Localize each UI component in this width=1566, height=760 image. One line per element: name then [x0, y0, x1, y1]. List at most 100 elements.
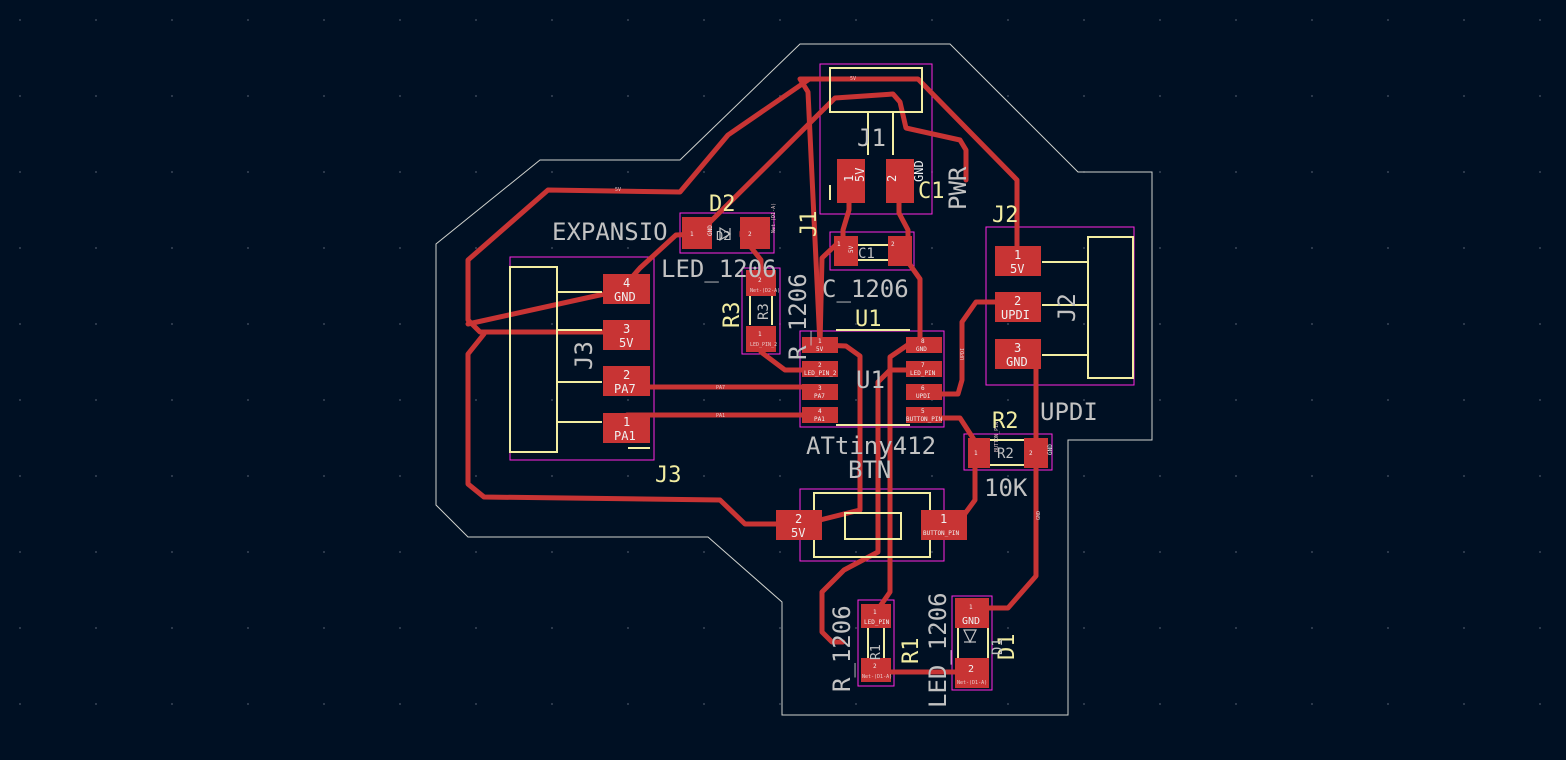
svg-text:GND: GND [707, 225, 714, 236]
grid-dots [19, 19, 1541, 705]
j2-pad-2[interactable]: 2 UPDI [995, 292, 1041, 322]
svg-text:2: 2 [818, 362, 822, 369]
svg-text:PA7: PA7 [614, 382, 636, 396]
d1-pad-1[interactable]: 1 GND [955, 598, 989, 628]
svg-text:1: 1 [969, 604, 973, 611]
u1-pad-5[interactable]: 5 BUTTON_PIN [906, 407, 943, 423]
svg-text:GND: GND [1006, 355, 1028, 369]
j2-pad-3[interactable]: 3 GND [995, 339, 1041, 369]
u1-ref: U1 [855, 307, 882, 332]
u1-fab-ref: U1 [856, 366, 885, 394]
svg-text:2: 2 [1014, 294, 1021, 308]
svg-text:LED_PIN: LED_PIN [864, 619, 890, 626]
svg-text:2: 2 [1029, 450, 1033, 457]
r1-pad-2[interactable]: 2 Net-(D1-A) [861, 658, 892, 682]
svg-text:5V: 5V [1010, 262, 1024, 276]
c1-value: C_1206 [822, 275, 909, 303]
d2-pad-2[interactable]: 2 Net-(D1-A) [740, 203, 777, 249]
u1-pad-3[interactable]: 3 PA7 [802, 384, 838, 400]
r1-fab-ref: R1 [869, 644, 884, 660]
r3-pad-2[interactable]: 2 Net-(D2-A) [746, 270, 780, 296]
r1-ref: R1 [899, 638, 924, 665]
svg-text:6: 6 [921, 385, 925, 392]
svg-text:Net-(D2-A): Net-(D2-A) [750, 288, 780, 294]
btn-pad-2[interactable]: 2 5V [776, 510, 822, 540]
d2-ref: D2 [709, 192, 736, 217]
svg-text:3: 3 [1014, 341, 1021, 355]
j1-pad-1[interactable]: 1 5V [837, 159, 867, 203]
j2-ref: J2 [992, 203, 1019, 228]
svg-text:1: 1 [940, 512, 947, 526]
trace-net-label: UPDI [960, 348, 966, 360]
j2-fab-ref: J2 [1053, 293, 1081, 322]
svg-text:8: 8 [921, 338, 925, 345]
svg-text:5V: 5V [853, 168, 867, 182]
r2-pad-1[interactable]: 1 BUTTON_PIN [968, 422, 1000, 468]
svg-text:2: 2 [891, 241, 895, 248]
c1-pad-1[interactable]: 1 5V [834, 236, 858, 266]
d1-fab-ref: D1 [990, 638, 1006, 655]
btn-pad-1[interactable]: 1 BUTTON_PIN [921, 510, 967, 540]
svg-text:5V: 5V [848, 245, 855, 253]
j3-fab-ref: J3 [570, 341, 598, 370]
u1-pad-8[interactable]: 8 GND [906, 337, 942, 353]
u1-pad-4[interactable]: 4 PA1 [802, 407, 838, 423]
svg-text:5V: 5V [816, 346, 824, 353]
svg-text:LED_PIN_2: LED_PIN_2 [750, 342, 777, 348]
j1-pad-2[interactable]: 2 GND [885, 159, 926, 203]
r3-pad-1[interactable]: 1 LED_PIN_2 [746, 326, 777, 352]
trace-net-label: PA7 [716, 385, 725, 391]
svg-text:4: 4 [623, 276, 630, 290]
svg-text:5: 5 [921, 408, 925, 415]
svg-text:PA7: PA7 [814, 393, 825, 400]
j2-pad-1[interactable]: 1 5V [995, 246, 1041, 276]
svg-text:GND: GND [1047, 444, 1054, 455]
d1-value: LED_1206 [924, 592, 952, 708]
j3-ref: J3 [655, 463, 682, 488]
svg-text:BUTTON_PIN: BUTTON_PIN [994, 422, 1000, 452]
j3-pad-2[interactable]: 2 PA7 [603, 366, 650, 396]
r2-pad-2[interactable]: 2 GND [1024, 438, 1054, 468]
d1-pad-2[interactable]: 2 Net-(D1-A) [955, 658, 989, 688]
u1-value: ATtiny412 [806, 432, 936, 460]
svg-text:Net-(D1-A): Net-(D1-A) [771, 203, 777, 233]
svg-text:2: 2 [795, 512, 802, 526]
svg-text:GND: GND [962, 616, 980, 627]
j1-alt-ref: J1 [797, 211, 822, 238]
svg-text:1: 1 [690, 231, 694, 238]
diode-symbol-icon [719, 226, 977, 644]
u1-pad-1[interactable]: 1 5V [802, 337, 838, 353]
trace-net-label: PA1 [716, 413, 725, 419]
j3-pad-3[interactable]: 3 5V [603, 320, 650, 350]
j2-value: UPDI [1040, 398, 1098, 426]
c1-pad-2[interactable]: 2 [888, 236, 912, 266]
r1-value: R_1206 [828, 605, 856, 692]
svg-text:3: 3 [623, 322, 630, 336]
u1-pad-2[interactable]: 2 LED_PIN_2 [802, 361, 838, 377]
j3-value: EXPANSIO [552, 218, 668, 246]
d1-ref: D1 [995, 634, 1020, 661]
r1-pad-1[interactable]: 1 LED_PIN [861, 604, 891, 628]
j1-value: PWR [944, 166, 972, 210]
svg-text:5V: 5V [791, 526, 805, 540]
copper-traces [465, 76, 1039, 675]
c1-ref: C1 [918, 179, 945, 204]
j3-pad-1[interactable]: 1 PA1 [603, 413, 650, 443]
svg-text:5V: 5V [619, 336, 633, 350]
r2-ref: R2 [992, 409, 1019, 434]
d2-pad-1[interactable]: 1 GND [682, 217, 714, 249]
svg-text:LED_PIN_2: LED_PIN_2 [804, 370, 837, 377]
svg-text:PA1: PA1 [614, 429, 636, 443]
svg-text:3: 3 [818, 385, 822, 392]
r2-value: 10K [984, 474, 1028, 502]
svg-text:BUTTON_PIN: BUTTON_PIN [906, 416, 943, 423]
svg-text:2: 2 [748, 231, 752, 238]
svg-text:2: 2 [968, 664, 974, 675]
svg-text:4: 4 [818, 408, 822, 415]
u1-pad-6[interactable]: 6 UPDI [906, 384, 942, 400]
u1-pad-7[interactable]: 7 LED_PIN [906, 361, 942, 377]
trace-net-label: 5V [615, 187, 621, 193]
svg-text:PA1: PA1 [814, 416, 825, 423]
j3-pad-4[interactable]: 4 GND [603, 274, 650, 304]
